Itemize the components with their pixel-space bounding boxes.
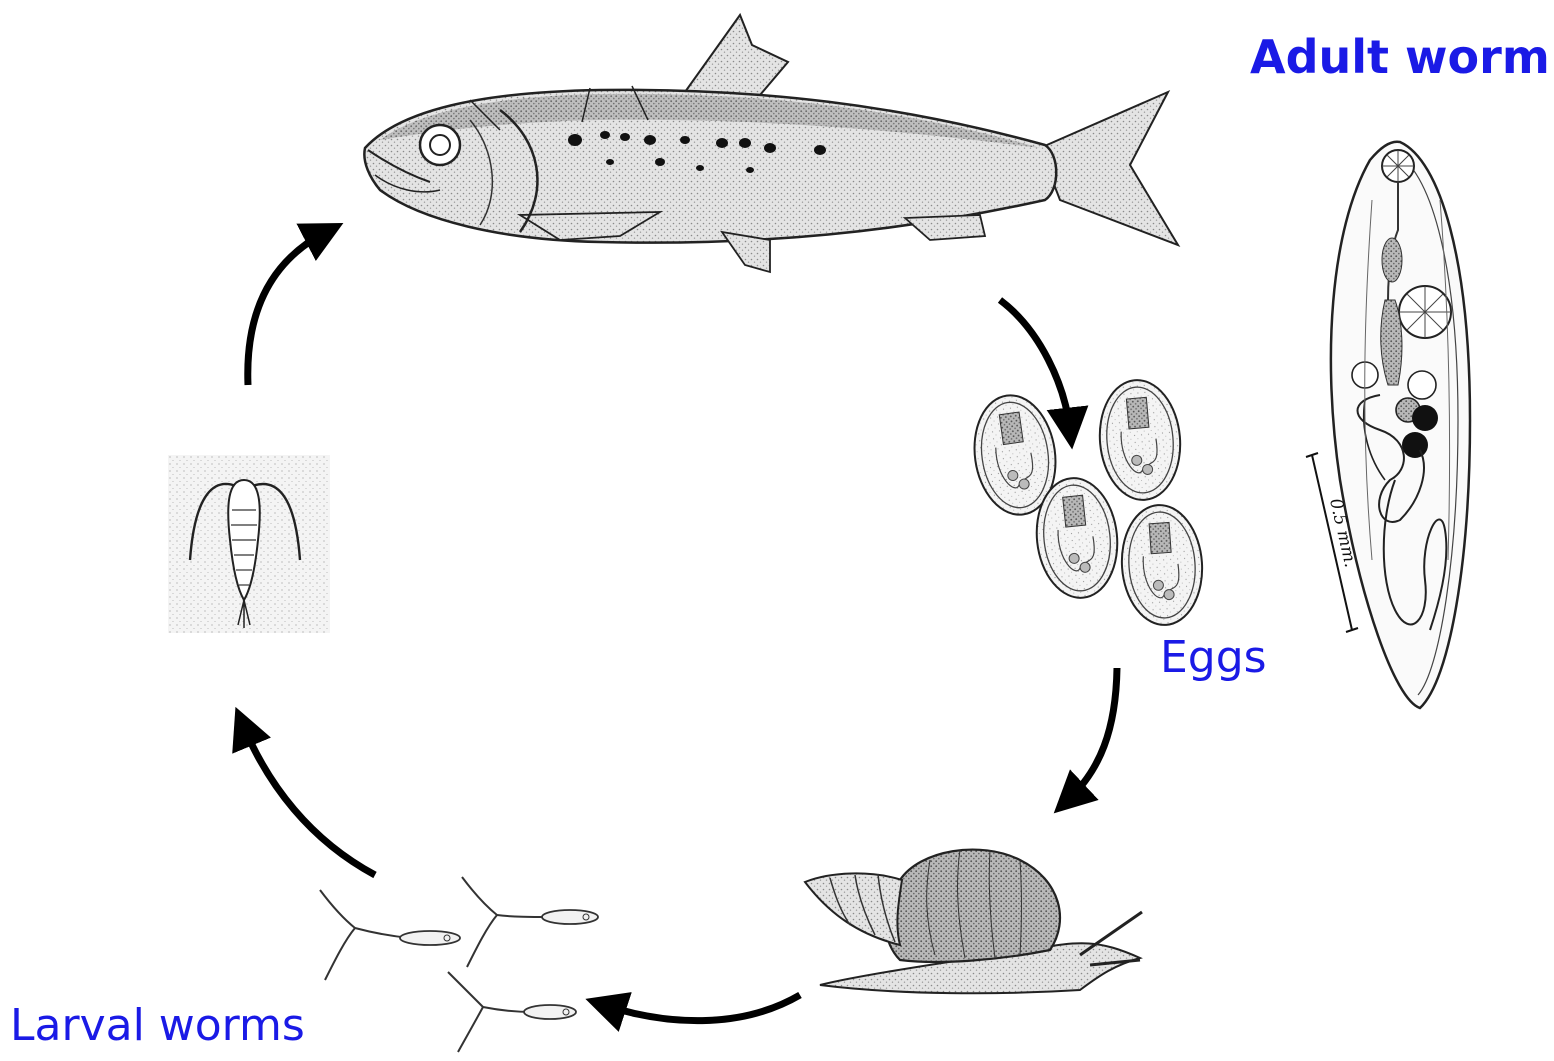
copepod-host-icon xyxy=(168,455,330,633)
larval-worms-label: Larval worms xyxy=(10,1000,305,1051)
fish-host-icon xyxy=(364,15,1178,272)
adult-worm-label: Adult worm xyxy=(1250,30,1550,84)
snail-host-icon xyxy=(805,850,1142,994)
worm-eggs-icon xyxy=(967,377,1206,628)
arrow-copepod-to-fish xyxy=(248,232,326,385)
cercaria-larvae-icon xyxy=(320,877,598,1052)
arrow-snail-to-larvae xyxy=(604,995,800,1021)
adult-fluke-icon: 0.5 mm. xyxy=(1306,142,1470,708)
arrow-larvae-to-copepod xyxy=(243,725,375,875)
arrow-eggs-to-snail xyxy=(1068,668,1117,800)
eggs-label: Eggs xyxy=(1160,632,1267,683)
